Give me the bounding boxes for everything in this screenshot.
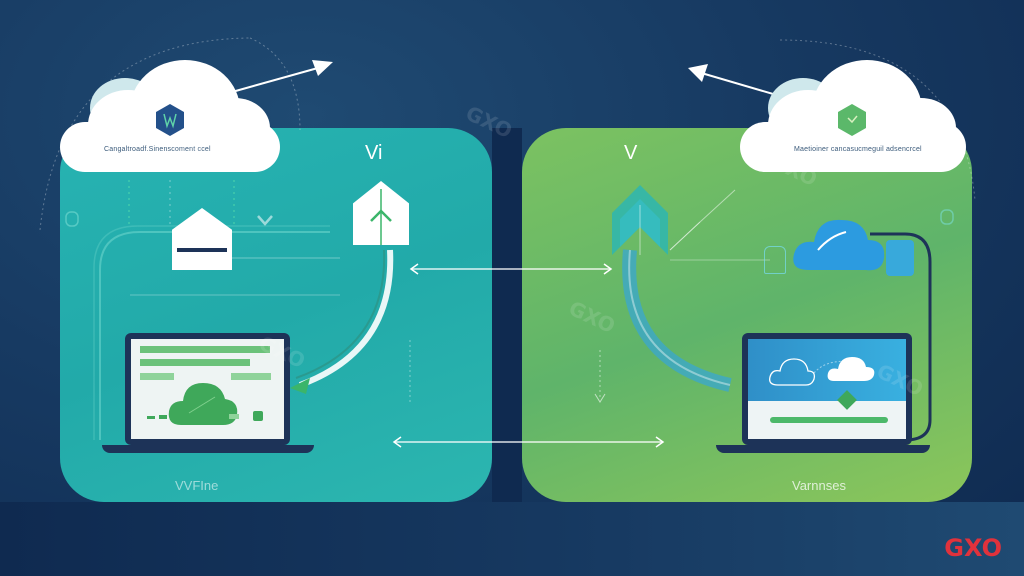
left-laptop <box>125 333 290 445</box>
right-cloud-hex-icon <box>838 104 866 136</box>
right-cloud: Maetioiner cancasucmeguil adsencrcel <box>740 60 966 175</box>
screen-clouds-icon <box>769 357 875 386</box>
left-cloud-label: Cangaltroadf.Sinenscoment ccel <box>104 146 211 153</box>
right-laptop-screen-top <box>748 339 906 401</box>
phone-icon <box>764 246 786 274</box>
right-laptop-base <box>716 445 930 453</box>
green-cloud-icon <box>168 383 238 425</box>
right-panel-letter: V <box>624 142 638 164</box>
right-cloud-label: Maetioiner cancasucmeguil adsencrcel <box>794 146 922 153</box>
house-bar <box>177 248 227 252</box>
left-panel-letter: Vi <box>365 142 383 164</box>
center-divider <box>492 128 522 502</box>
left-cloud: Cangaltroadf.Sinenscoment ccel <box>60 60 280 175</box>
brand-logo: GXO <box>944 534 1002 562</box>
left-laptop-base <box>102 445 314 453</box>
blue-cloud-icon <box>793 219 914 276</box>
upload-arrow-icon <box>370 189 392 245</box>
right-laptop-screen-bottom <box>748 401 906 439</box>
right-laptop <box>742 333 912 445</box>
right-panel-label: Varnnses <box>792 478 846 493</box>
left-panel-label: VVFIne <box>175 478 219 493</box>
left-laptop-screen <box>131 339 284 439</box>
bottom-strip <box>0 502 1024 576</box>
right-chevron-icon <box>612 185 668 255</box>
